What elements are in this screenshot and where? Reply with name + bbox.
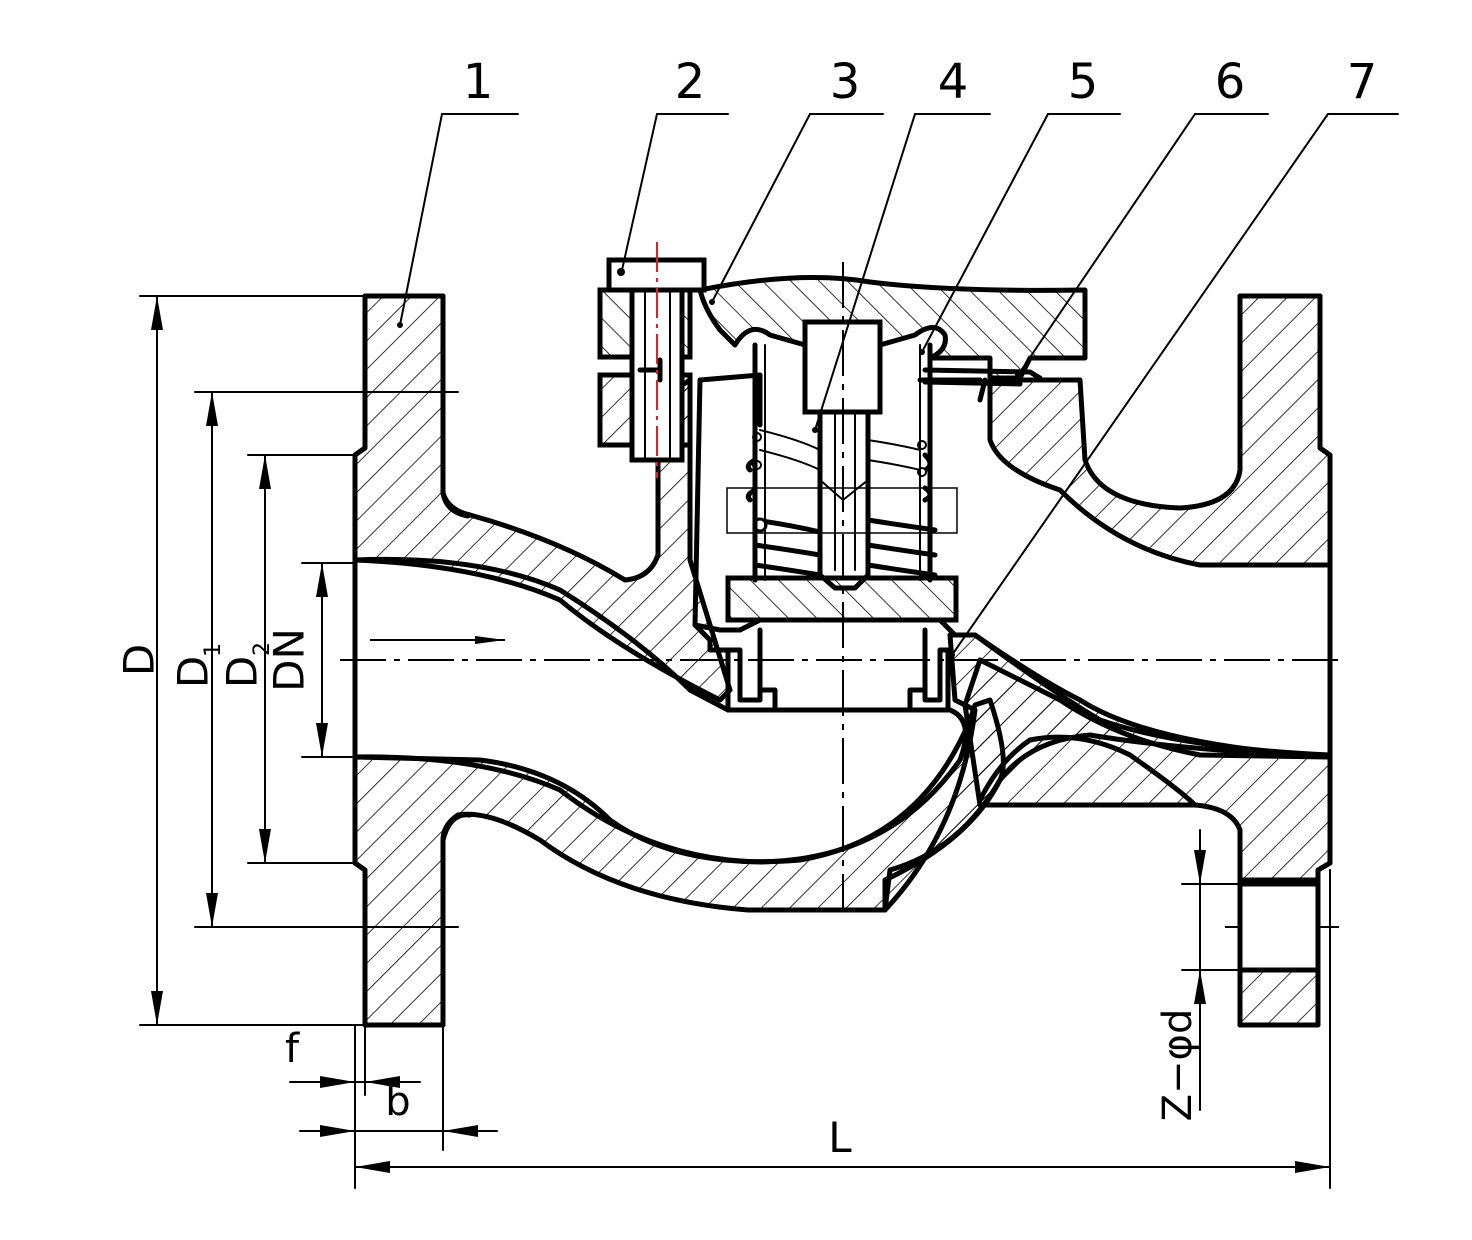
dim-label-D2: D [218,656,267,688]
dim-label-f: f [285,1026,300,1072]
leaders [397,113,1399,658]
right-flange-upper [987,293,1333,568]
part-label-5: 5 [1068,54,1099,110]
passage-right-lower [977,734,1198,808]
dim-label-L: L [828,1113,852,1162]
part-label-7: 7 [1347,54,1378,110]
part-label-3: 3 [830,54,861,110]
seat-ring [725,617,958,713]
dim-label-D2-sub: 2 [250,642,275,656]
guide-sleeve [692,372,988,633]
bolt-hole [1237,881,1321,973]
passage-lower-left [352,707,969,865]
dim-label-DN: DN [265,628,314,692]
dim-label-D1: D [169,656,218,688]
gasket [922,367,1043,387]
dim-label-D: D [115,644,164,676]
dim-label-b: b [385,1079,410,1125]
dim-label-D1-group: D 1 [169,643,227,688]
part-label-1: 1 [463,54,494,110]
passage-upper-left [352,556,731,713]
bolt [606,242,707,478]
dimension-lines [139,295,1331,1189]
dim-label-D1-sub: 1 [201,643,226,657]
part-label-6: 6 [1215,54,1246,110]
seat-right-body [882,632,1333,913]
guide-lower-left [692,622,731,653]
left-flange-lower [352,697,1006,1028]
left-flange-outline-lower [352,812,473,1028]
part-label-4: 4 [938,54,969,110]
left-flange-outline [352,293,471,519]
flange-bolt-section [1237,967,1321,1028]
dim-label-D2-group: D 2 [218,642,276,688]
dim-label-Z-phi-d: Z−φd [1155,1009,1201,1122]
passage-right-upper [972,632,1333,758]
part-label-2: 2 [675,54,706,110]
